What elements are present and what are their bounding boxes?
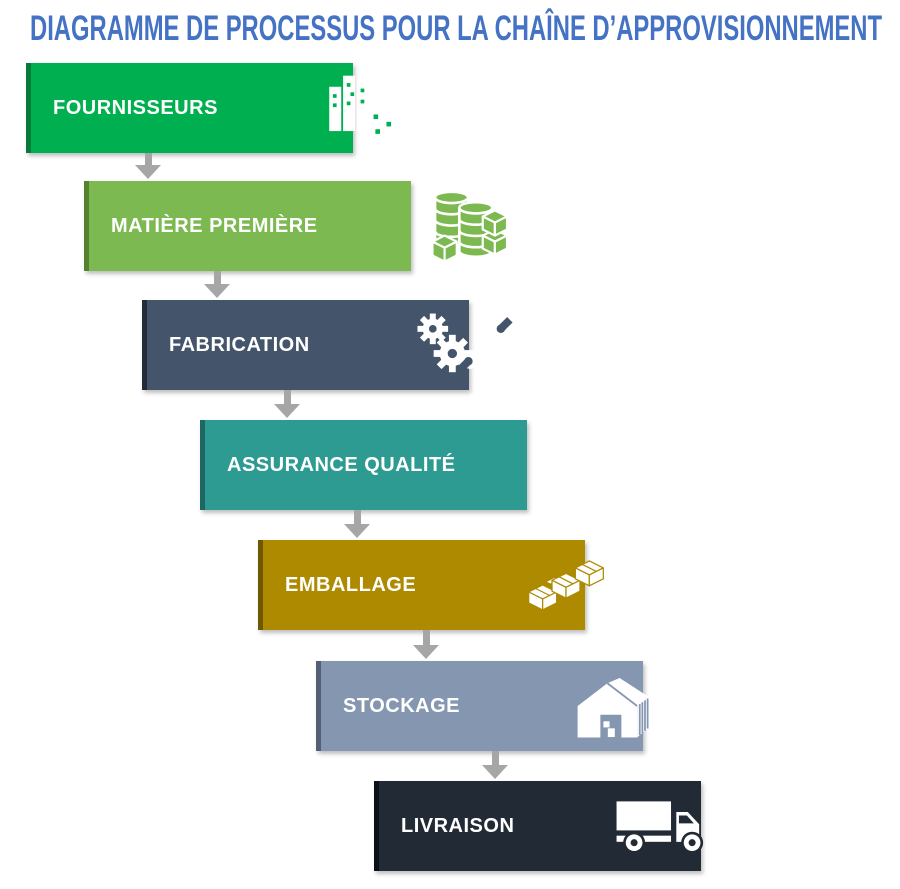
down-arrow: [135, 153, 161, 179]
truck-icon: [514, 797, 814, 855]
step-box: ASSURANCE QUALITÉ: [200, 420, 527, 510]
step-label: FABRICATION: [169, 333, 310, 356]
step-box: MATIÈRE PREMIÈRE: [84, 181, 411, 271]
warehouse-icon: [460, 671, 760, 741]
down-arrow: [413, 630, 439, 659]
page-title: DIAGRAMME DE PROCESSUS POUR LA CHAÎNE D’…: [30, 9, 883, 48]
down-arrow: [482, 751, 508, 779]
step-label: ASSURANCE QUALITÉ: [227, 453, 456, 476]
step-box: EMBALLAGE: [258, 540, 585, 630]
step-box: FABRICATION: [142, 300, 469, 390]
packing-boxes-icon: [416, 557, 716, 613]
step-label: MATIÈRE PREMIÈRE: [111, 214, 318, 237]
buildings-icon: [218, 72, 518, 144]
magnifier-icon: [456, 432, 756, 498]
down-arrow: [344, 510, 370, 538]
step-box: FOURNISSEURS: [26, 63, 353, 153]
step-label: STOCKAGE: [343, 694, 460, 717]
step-label: EMBALLAGE: [285, 573, 417, 596]
step-label: FOURNISSEURS: [53, 96, 218, 119]
gears-wrench-icon: [310, 311, 610, 379]
step-label: LIVRAISON: [401, 814, 515, 837]
down-arrow: [274, 390, 300, 418]
down-arrow: [204, 271, 230, 298]
raw-materials-icon: [318, 187, 618, 265]
step-box: LIVRAISON: [374, 781, 701, 871]
step-box: STOCKAGE: [316, 661, 643, 751]
